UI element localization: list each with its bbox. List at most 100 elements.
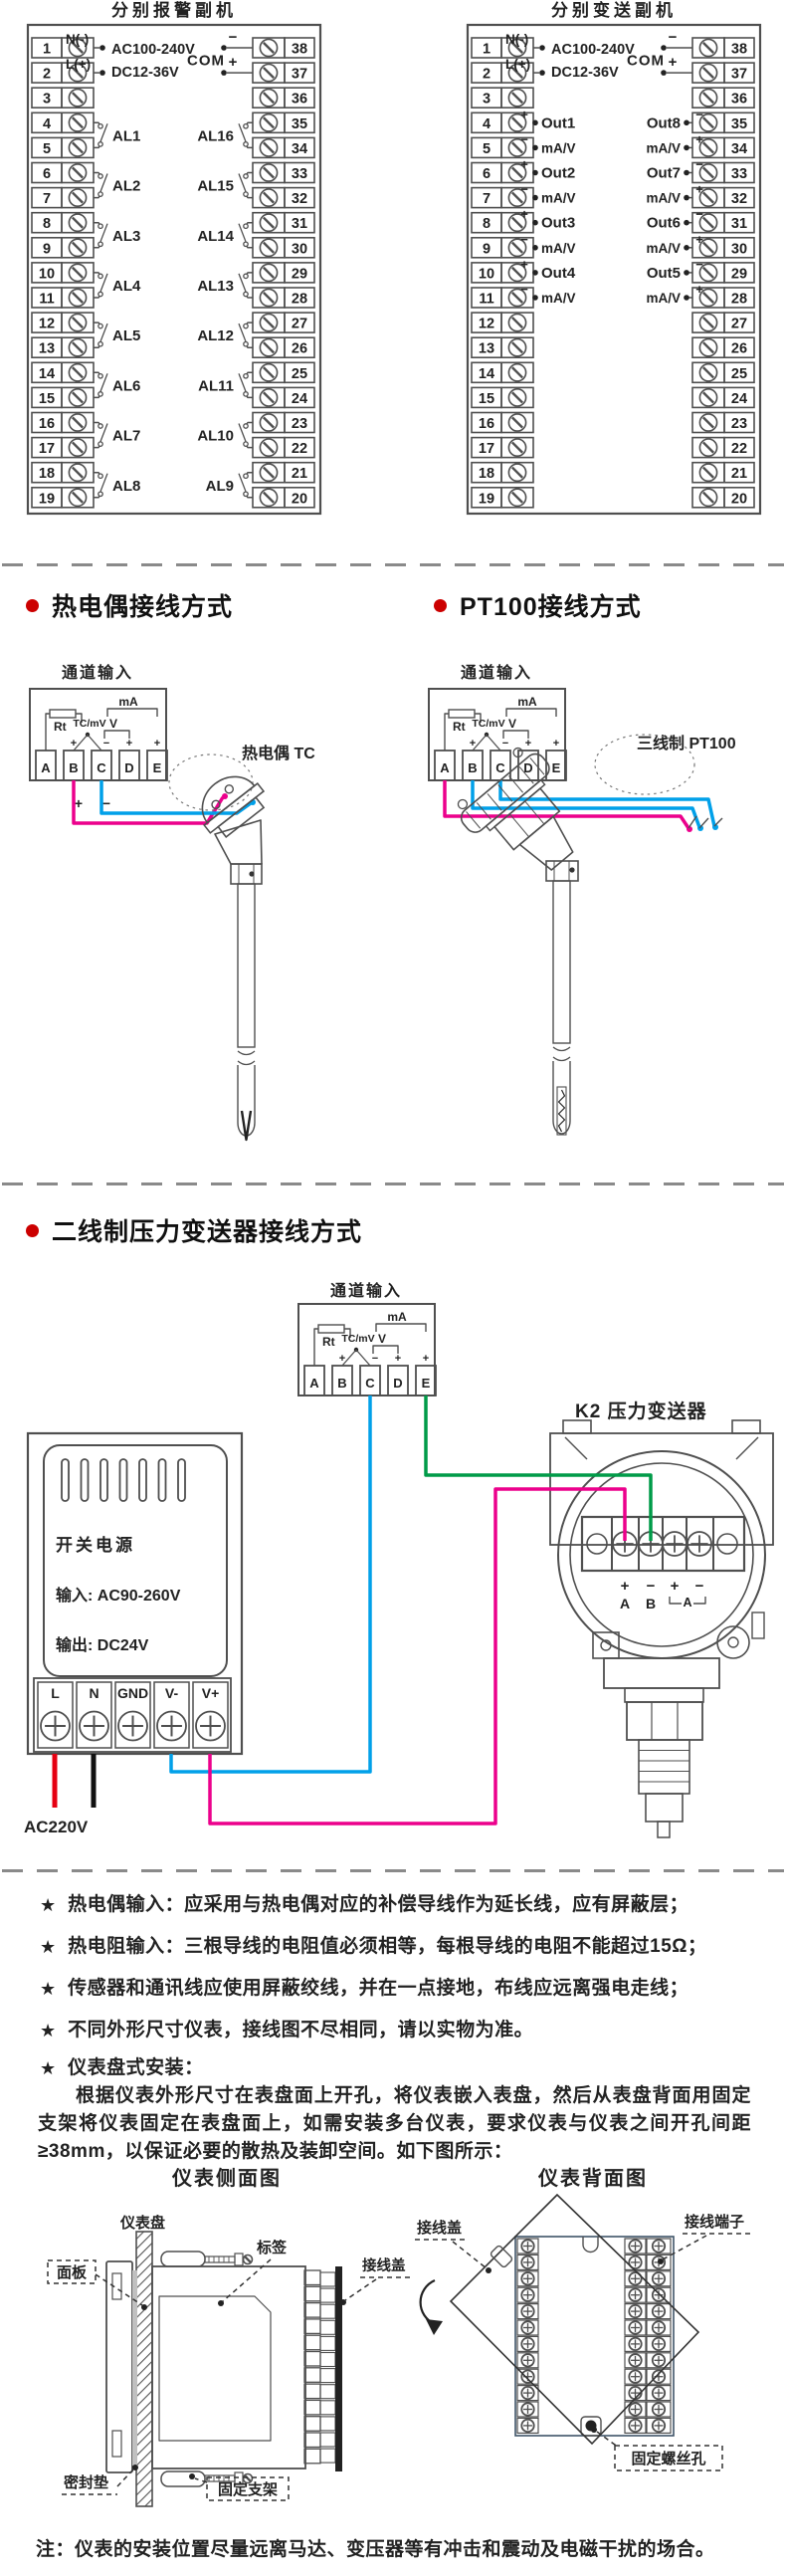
back-view-title: 仪表背面图 <box>538 2168 648 2190</box>
pt100-section-heading: PT100接线方式 <box>434 587 642 623</box>
terminal-number: 21 <box>731 466 747 482</box>
cover-tab <box>490 2245 513 2268</box>
output-sign: − <box>520 131 528 146</box>
terminal-number: 29 <box>292 266 307 282</box>
channel-input-title: 通道输入 <box>461 663 532 682</box>
terminal-number: 22 <box>731 441 747 457</box>
pt100-probe-head <box>457 747 574 871</box>
channel-terminal-letter: B <box>69 760 78 775</box>
terminal-number: 33 <box>731 166 747 182</box>
terminal-number: 11 <box>479 292 493 308</box>
terminal-number: 27 <box>292 317 307 332</box>
output-sign: + <box>695 232 703 247</box>
terminal-number: 30 <box>292 241 307 257</box>
terminal-number: 19 <box>479 491 494 507</box>
terminal-number: 18 <box>479 466 494 482</box>
terminal-number: 1 <box>483 42 491 58</box>
output-sign: + <box>520 207 528 222</box>
transmitter-sign: − <box>695 1578 704 1595</box>
terminal-number: 2 <box>483 67 491 83</box>
psu-output: 输出: DC24V <box>56 1635 149 1654</box>
terminal-number: 3 <box>483 92 491 107</box>
channel-terminal-letter: A <box>309 1376 319 1391</box>
channel-terminal-letter: D <box>393 1376 402 1391</box>
v-label: V <box>109 717 117 731</box>
power-rating-ac: AC100-240V <box>111 42 195 58</box>
output-sign: − <box>695 257 703 272</box>
terminal-number: 25 <box>292 366 307 382</box>
channel-terminal-letter: A <box>440 760 450 775</box>
terminal-number: 34 <box>292 141 307 157</box>
channel-terminal-letter: E <box>552 760 561 775</box>
terminal-number: 12 <box>479 317 494 332</box>
power-rating-dc: DC12-36V <box>551 65 619 81</box>
star-icon: ★ <box>40 2021 57 2040</box>
sign: + <box>71 738 77 750</box>
psu-name: 开关电源 <box>56 1535 135 1555</box>
terminal-number: 9 <box>43 241 51 257</box>
power-n-label: N(-) <box>66 32 89 47</box>
relay-label: AL9 <box>206 478 234 495</box>
terminal-number: 30 <box>731 241 747 257</box>
channel-terminal-letter: C <box>495 760 505 775</box>
channel-terminal-letter: C <box>97 760 106 775</box>
terminal-number: 19 <box>39 491 55 507</box>
section-divider <box>2 1182 784 1185</box>
ma-label: mA <box>517 695 537 709</box>
pressure-section-heading: 二线制压力变送器接线方式 <box>26 1212 362 1248</box>
cover-label: 接线盖 <box>417 2219 462 2237</box>
output-unit: mA/V <box>646 191 681 206</box>
red-bullet-icon <box>26 598 39 612</box>
psu-terminal-label: V- <box>165 1685 179 1701</box>
power-rating-ac: AC100-240V <box>551 42 635 58</box>
terminal-number: 24 <box>292 391 307 407</box>
terminal-number: 5 <box>43 141 51 157</box>
tc-mv-label: TC/mV <box>73 718 105 730</box>
probe-label: 热电偶 TC <box>242 744 315 762</box>
terminal-number: 26 <box>292 341 307 357</box>
channel-terminal-letter: E <box>422 1376 431 1391</box>
psu-terminal-label: N <box>89 1685 98 1701</box>
tc-section-heading: 热电偶接线方式 <box>26 587 233 623</box>
output-unit: mA/V <box>646 291 681 306</box>
sign: + <box>553 738 559 750</box>
transmitter-sign: − <box>647 1578 656 1595</box>
relay-label: AL1 <box>112 127 140 144</box>
output-sign: + <box>520 157 528 172</box>
terminal-number: 16 <box>39 416 55 432</box>
output-unit: mA/V <box>646 241 681 256</box>
sign: − <box>372 1353 378 1365</box>
star-icon: ★ <box>40 1895 57 1915</box>
output-label: Out5 <box>647 265 681 282</box>
rt-label: Rt <box>54 720 67 734</box>
transmitter-letter: A <box>620 1596 630 1611</box>
com-label: COM <box>627 53 665 70</box>
terminal-number: 18 <box>39 466 55 482</box>
output-label: Out3 <box>541 215 575 232</box>
heading-text: PT100接线方式 <box>460 593 642 621</box>
side-view-figure: 仪表盘面板标签接线盖密封垫固定支架 <box>47 2214 413 2507</box>
output-label: Out2 <box>541 165 575 182</box>
section-divider <box>2 1869 784 1872</box>
sign: − <box>502 738 508 750</box>
cover-dotted-arc <box>168 753 254 811</box>
transmitter-sign: + <box>621 1578 630 1595</box>
terminal-number: 37 <box>731 67 747 83</box>
relay-label: AL6 <box>112 377 140 394</box>
output-sign: − <box>695 157 703 172</box>
note-thermocouple-input: ★ 热电偶输入：应采用与热电偶对应的补偿导线作为延长线，应有屏蔽层； <box>40 1894 689 1915</box>
terminal-number: 36 <box>292 92 307 107</box>
transmitter-label: K2 压力变送器 <box>575 1399 707 1422</box>
terminal-number: 2 <box>43 67 51 83</box>
channel-terminal-letter: B <box>337 1376 346 1391</box>
channel-terminal-letter: D <box>523 760 532 775</box>
terminal-number: 15 <box>479 391 494 407</box>
star-icon: ★ <box>40 2058 57 2078</box>
terminal-number: 3 <box>43 92 51 107</box>
terminal-number: 14 <box>39 366 55 382</box>
